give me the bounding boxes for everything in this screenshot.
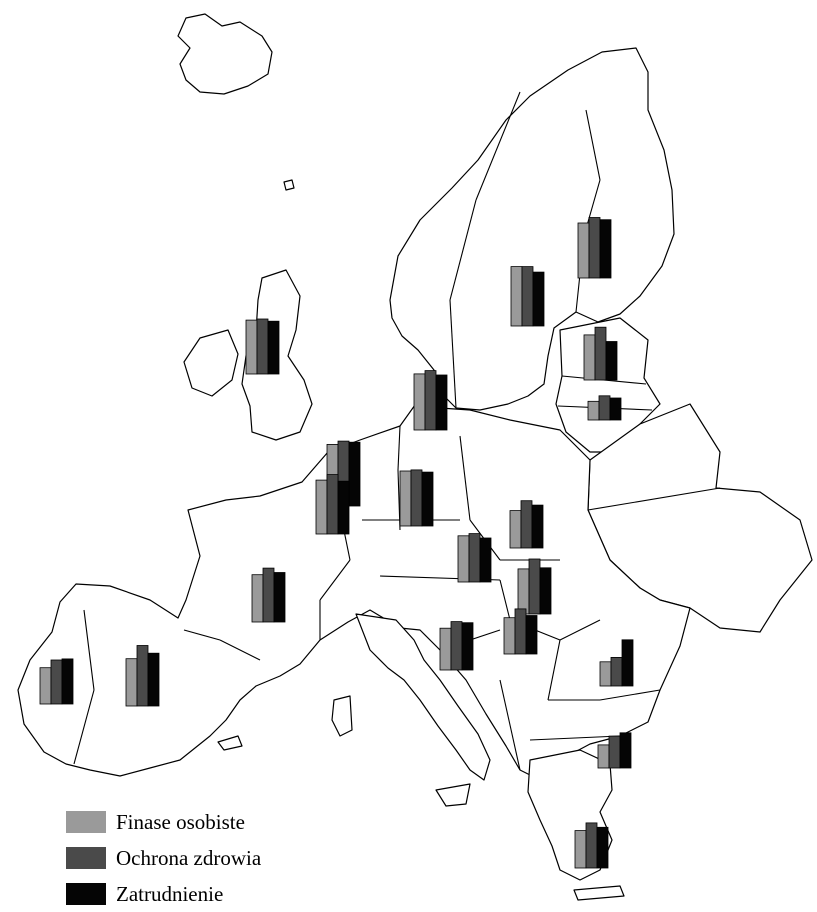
bar-slovakia-zatrudnienie — [539, 567, 552, 615]
bar-spain-finanse — [125, 658, 138, 707]
bar-czechia-zatrudnienie — [479, 537, 492, 583]
bar-belgium-zdrowie — [326, 474, 339, 535]
bar-belgium-finanse — [315, 479, 328, 535]
bar-austria-zdrowie — [450, 621, 463, 671]
legend-swatch-finanse — [66, 811, 106, 833]
bar-bulgaria-zdrowie — [608, 735, 621, 769]
bar-germany-finanse — [399, 470, 412, 527]
bar-estonia-zatrudnienie — [605, 341, 618, 381]
bar-hungary-zatrudnienie — [525, 615, 538, 655]
bar-france-finanse — [251, 574, 264, 623]
bar-hungary-zdrowie — [514, 608, 527, 655]
bar-greece-zatrudnienie — [596, 826, 609, 869]
bar-spain-zatrudnienie — [147, 652, 160, 707]
bar-poland-zdrowie — [520, 500, 533, 549]
bar-france-zdrowie — [262, 567, 275, 623]
continent-shape — [17, 397, 691, 781]
bar-romania-zatrudnienie — [621, 639, 634, 687]
bar-latvia-zatrudnienie — [609, 397, 622, 421]
bar-belgium-zatrudnienie — [337, 480, 350, 535]
bar-denmark-zatrudnienie — [435, 374, 448, 431]
legend-label-zdrowie: Ochrona zdrowia — [116, 845, 262, 870]
italy-shape — [355, 613, 491, 781]
iceland-shape — [177, 13, 273, 95]
bar-germany-zdrowie — [410, 469, 423, 527]
bar-bulgaria-finanse — [597, 744, 610, 769]
legend-swatch-zatrudnienie — [66, 883, 106, 905]
bar-estonia-zdrowie — [594, 326, 607, 381]
legend-label-finanse: Finase osobiste — [116, 809, 245, 834]
bar-portugal-zdrowie — [50, 659, 63, 705]
crete-shape — [573, 885, 625, 901]
bar-portugal-finanse — [39, 667, 52, 705]
bar-poland-zatrudnienie — [531, 504, 544, 549]
bar-finland-finanse — [577, 222, 590, 279]
bar-groups — [39, 217, 634, 869]
bar-czechia-finanse — [457, 535, 470, 583]
bar-austria-zatrudnienie — [461, 622, 474, 671]
legend-label-zatrudnienie: Zatrudnienie — [116, 881, 224, 906]
sicily-shape — [435, 783, 471, 807]
legend-item-zdrowie: Ochrona zdrowia — [66, 840, 261, 876]
balearic-shape — [217, 735, 243, 751]
bar-germany-zatrudnienie — [421, 471, 434, 527]
legend-item-finanse: Finase osobiste — [66, 804, 261, 840]
bar-netherlands-zatrudnienie — [348, 441, 361, 507]
bar-hungary-finanse — [503, 617, 516, 655]
sardinia-shape — [331, 695, 353, 737]
bar-latvia-zdrowie — [598, 395, 611, 421]
bar-sweden-zdrowie — [521, 266, 534, 327]
bar-denmark-finanse — [413, 373, 426, 431]
faroe-shape — [283, 179, 295, 191]
bar-czechia-zdrowie — [468, 533, 481, 583]
bar-estonia-finanse — [583, 334, 596, 381]
legend: Finase osobiste Ochrona zdrowia Zatrudni… — [66, 804, 261, 912]
bar-uk-zatrudnienie — [267, 320, 280, 375]
legend-item-zatrudnienie: Zatrudnienie — [66, 876, 261, 912]
bar-uk-finanse — [245, 319, 258, 375]
bar-finland-zatrudnienie — [599, 219, 612, 279]
bar-portugal-zatrudnienie — [61, 658, 74, 705]
bar-austria-finanse — [439, 627, 452, 671]
bar-poland-finanse — [509, 510, 522, 549]
legend-swatch-zdrowie — [66, 847, 106, 869]
bar-greece-finanse — [574, 830, 587, 869]
bar-denmark-zdrowie — [424, 370, 437, 431]
bar-uk-zdrowie — [256, 318, 269, 375]
bar-france-zatrudnienie — [273, 572, 286, 623]
bar-romania-finanse — [599, 661, 612, 687]
bar-greece-zdrowie — [585, 822, 598, 869]
bar-spain-zdrowie — [136, 645, 149, 707]
ireland-shape — [183, 329, 239, 397]
bar-slovakia-zdrowie — [528, 558, 541, 615]
bar-romania-zdrowie — [610, 657, 623, 687]
bar-finland-zdrowie — [588, 217, 601, 279]
bar-slovakia-finanse — [517, 568, 530, 615]
bar-sweden-zatrudnienie — [532, 271, 545, 327]
bar-latvia-finanse — [587, 400, 600, 421]
bar-sweden-finanse — [510, 266, 523, 327]
bar-bulgaria-zatrudnienie — [619, 732, 632, 769]
